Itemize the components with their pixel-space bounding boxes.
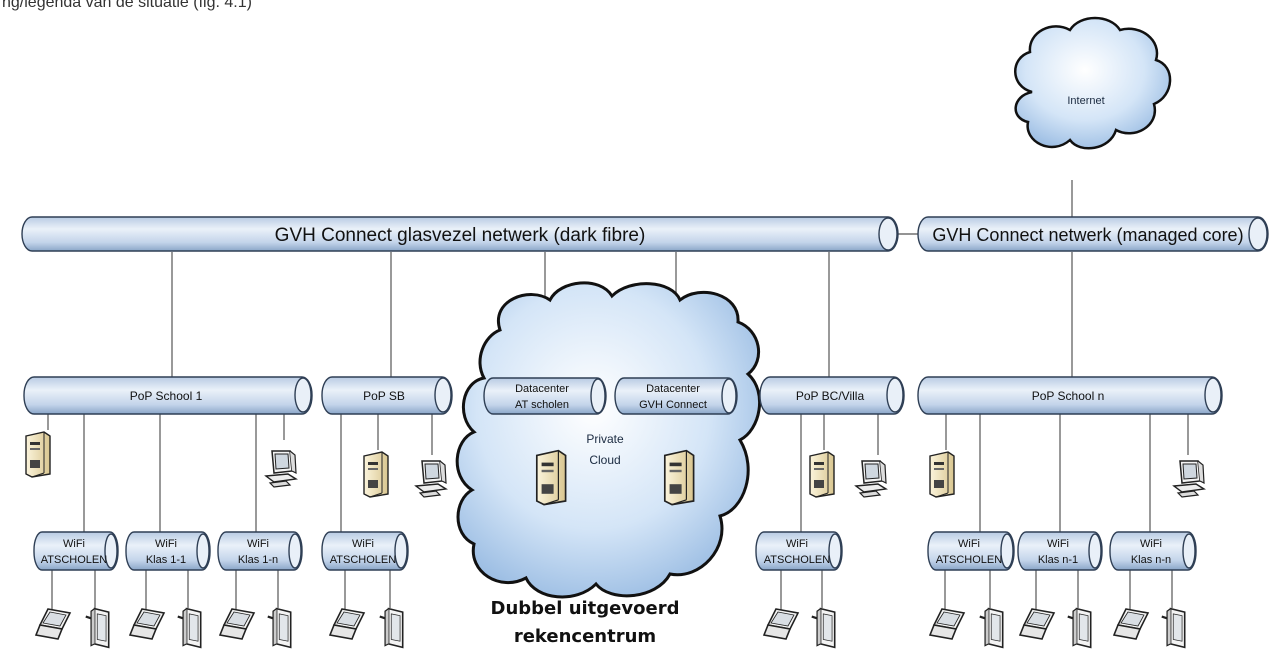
private-cloud-label-line1: Private xyxy=(586,432,624,446)
wifi-label: WiFi xyxy=(63,538,85,550)
internet-cloud: Internet xyxy=(1014,16,1172,150)
pop-school-n: PoP School n xyxy=(917,376,1223,415)
wifi-name: Klas n-n xyxy=(1131,554,1171,566)
wifi-name: ATSCHOLEN xyxy=(41,554,107,566)
private-cloud: Private Cloud xyxy=(455,281,762,599)
laptop-icon xyxy=(1019,608,1055,640)
laptop-icon xyxy=(929,608,965,640)
dark-fibre-label: GVH Connect glasvezel netwerk (dark fibr… xyxy=(275,225,646,246)
wifi-klas-n-n: WiFi Klas n-n xyxy=(1109,531,1197,571)
wifi-label: WiFi xyxy=(352,538,374,550)
cloud-icon xyxy=(1014,16,1172,150)
pop-label: PoP School 1 xyxy=(130,389,203,403)
desktop-computer-icon xyxy=(264,449,298,489)
wifi-name: ATSCHOLEN xyxy=(330,554,396,566)
private-cloud-label-line2: Cloud xyxy=(589,453,620,467)
pop-label: PoP SB xyxy=(363,389,405,403)
tablet-icon xyxy=(176,607,203,649)
laptop-icon xyxy=(129,608,165,640)
wifi-name: Klas 1-1 xyxy=(146,554,186,566)
server-icon xyxy=(809,451,835,498)
tablet-icon xyxy=(84,607,111,649)
footer-line-1: Dubbel uitgevoerd xyxy=(490,598,680,619)
pop-label: PoP BC/Villa xyxy=(796,389,865,403)
laptop-icon xyxy=(763,608,799,640)
server-icon xyxy=(363,451,389,498)
laptop-icon xyxy=(35,608,71,640)
desktop-computer-icon xyxy=(414,459,448,499)
datacenter-label-line2: AT scholen xyxy=(515,399,569,411)
wifi-klas-1-1: WiFi Klas 1-1 xyxy=(125,531,211,571)
wifi-label: WiFi xyxy=(155,538,177,550)
wifi-label: WiFi xyxy=(1047,538,1069,550)
tablet-icon xyxy=(378,607,405,649)
wifi-name: ATSCHOLEN xyxy=(764,554,830,566)
managed-core-label: GVH Connect netwerk (managed core) xyxy=(932,225,1243,245)
wifi-label: WiFi xyxy=(1140,538,1162,550)
pop-school-1: PoP School 1 xyxy=(23,376,313,415)
desktop-computer-icon xyxy=(1172,459,1206,499)
server-icon xyxy=(663,449,695,506)
wifi-label: WiFi xyxy=(247,538,269,550)
wifi-klas-1-n: WiFi Klas 1-n xyxy=(217,531,303,571)
wifi-name: ATSCHOLEN xyxy=(936,554,1002,566)
wifi-atscholen-school-n: WiFi ATSCHOLEN xyxy=(927,531,1015,571)
wifi-label: WiFi xyxy=(786,538,808,550)
wifi-atscholen-sb: WiFi ATSCHOLEN xyxy=(321,531,409,571)
pop-label: PoP School n xyxy=(1032,389,1105,403)
backbone-dark-fibre: GVH Connect glasvezel netwerk (dark fibr… xyxy=(21,216,899,252)
wifi-label: WiFi xyxy=(958,538,980,550)
tablet-icon xyxy=(810,607,837,649)
datacenter-label-line1: Datacenter xyxy=(646,383,700,395)
server-icon xyxy=(25,431,51,478)
wifi-atscholen-bc: WiFi ATSCHOLEN xyxy=(755,531,843,571)
wifi-klas-n-1: WiFi Klas n-1 xyxy=(1017,531,1103,571)
server-icon xyxy=(929,451,955,498)
cloud-icon xyxy=(455,281,762,599)
tablet-icon xyxy=(978,607,1005,649)
footer-line-2: rekencentrum xyxy=(513,626,657,647)
tablet-icon xyxy=(266,607,293,649)
datacenter-at-scholen: Datacenter AT scholen xyxy=(483,377,607,415)
pop-sb: PoP SB xyxy=(321,376,453,415)
figure-caption: ng/legenda van de situatie (fig. 4.1) xyxy=(2,0,252,11)
desktop-computer-icon xyxy=(854,459,888,499)
datacenter-label-line1: Datacenter xyxy=(515,383,569,395)
wifi-atscholen-school1: WiFi ATSCHOLEN xyxy=(33,531,119,571)
laptop-icon xyxy=(329,608,365,640)
tablet-icon xyxy=(1066,607,1093,649)
laptop-icon xyxy=(1113,608,1149,640)
tablet-icon xyxy=(1160,607,1187,649)
backbone-managed-core: GVH Connect netwerk (managed core) xyxy=(917,216,1269,252)
datacenter-label-line2: GVH Connect xyxy=(639,399,707,411)
footer-label: Dubbel uitgevoerd rekencentrum xyxy=(470,595,700,651)
wifi-name: Klas n-1 xyxy=(1038,554,1078,566)
pop-bc-villa: PoP BC/Villa xyxy=(759,376,905,415)
wifi-name: Klas 1-n xyxy=(238,554,278,566)
datacenter-gvh-connect: Datacenter GVH Connect xyxy=(614,377,738,415)
server-icon xyxy=(535,449,567,506)
laptop-icon xyxy=(219,608,255,640)
internet-label: Internet xyxy=(1067,95,1104,107)
